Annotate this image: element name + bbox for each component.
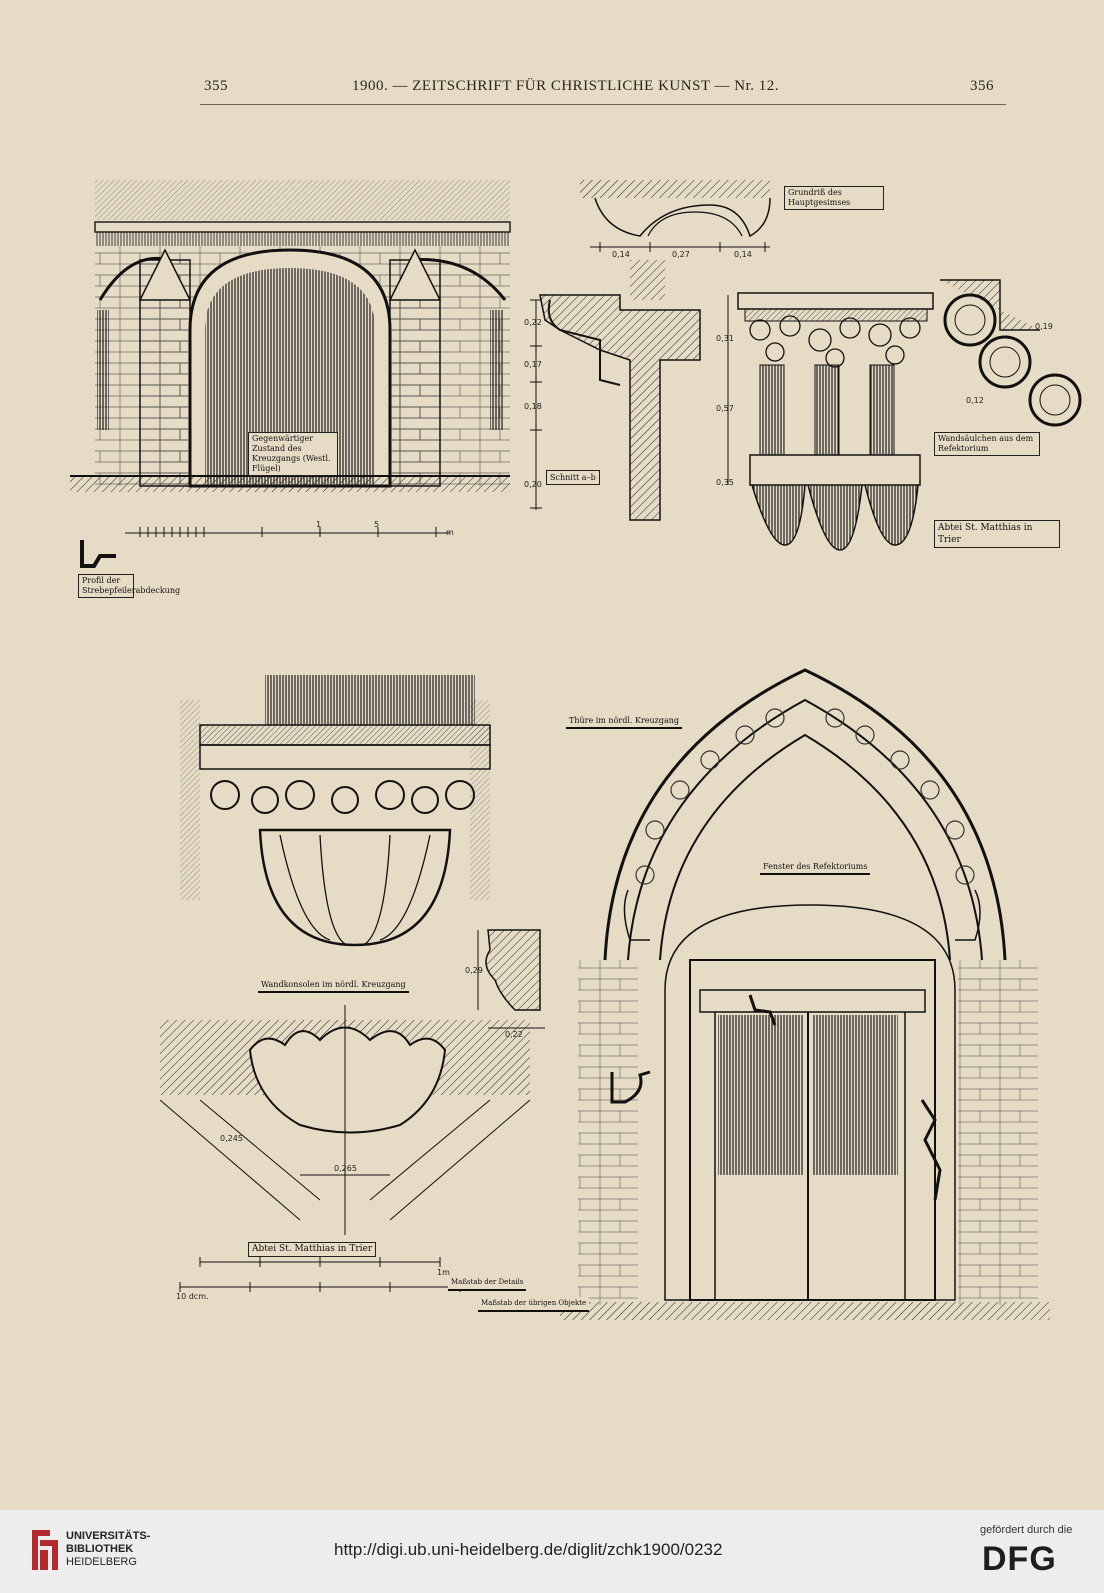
journal-title: 1900. — ZEITSCHRIFT FÜR CHRISTLICHE KUNS… <box>352 78 780 94</box>
university-library-logo-icon <box>32 1530 58 1570</box>
library-name: UNIVERSITÄTS- BIBLIOTHEK HEIDELBERG <box>66 1530 150 1569</box>
dim-c3: 0,35 <box>716 478 734 487</box>
label-scale-details: Maßstab der Details <box>448 1276 527 1291</box>
permalink-url[interactable]: http://digi.ub.uni-heidelberg.de/diglit/… <box>334 1540 723 1559</box>
running-header: 355 1900. — ZEITSCHRIFT FÜR CHRISTLICHE … <box>0 78 1104 102</box>
dim-c1: 0,31 <box>716 334 734 343</box>
dim-p2: 0,12 <box>966 396 984 405</box>
dim-h1: 0,22 <box>524 318 542 327</box>
label-section-ab: Schnitt a–b <box>546 470 600 485</box>
dim-d2: 0,27 <box>672 250 690 259</box>
dfg-logo: DFG <box>982 1540 1057 1578</box>
scale-label-1m: 1m <box>437 1268 450 1277</box>
dim-h2: 0,17 <box>524 360 542 369</box>
library-line-2: BIBLIOTHEK <box>66 1543 134 1555</box>
dim-k4: 0,245 <box>220 1134 243 1143</box>
label-profile-buttress: Profil der Strebepfeilerabdeckung <box>78 574 180 598</box>
label-former-state: Gegenwärtiger Zustand des Kreuzgangs (We… <box>248 432 338 476</box>
cloister-arcade-drawing <box>70 180 511 492</box>
dim-k3: 0,265 <box>334 1164 357 1173</box>
label-door-north: Thüre im nördl. Kreuzgang <box>566 714 683 729</box>
label-window-refectory: Fenster des Refektoriums <box>760 860 871 875</box>
architectural-plate <box>70 180 1082 1320</box>
scale-bar-bottom <box>179 1257 470 1292</box>
buttress-profile <box>80 540 116 568</box>
scale-label-10dm: 10 dcm. <box>176 1292 209 1301</box>
page-number-left: 355 <box>204 78 228 94</box>
document-page: 355 1900. — ZEITSCHRIFT FÜR CHRISTLICHE … <box>0 78 1104 1320</box>
dim-k2: 0,22 <box>505 1030 523 1039</box>
console-plan-drawing <box>159 1005 531 1235</box>
dim-d3: 0,14 <box>734 250 752 259</box>
dim-d1: 0,14 <box>612 250 630 259</box>
scale-label-m: m <box>446 528 454 537</box>
label-wall-consoles: Wandkonsolen im nördl. Kreuzgang <box>258 978 409 993</box>
funded-by-text: gefördert durch die <box>980 1524 1073 1536</box>
scale-label-5: 5 <box>374 520 380 529</box>
library-line-1: UNIVERSITÄTS- <box>66 1530 151 1542</box>
label-abbey-top: Abtei St. Matthias in Trier <box>934 520 1060 548</box>
header-rule <box>200 104 1006 105</box>
dim-h3: 0,18 <box>524 402 542 411</box>
wall-columns-drawing <box>727 292 934 551</box>
label-abbey-bottom: Abtei St. Matthias in Trier <box>248 1242 377 1257</box>
scale-bar-top <box>125 527 450 537</box>
cornice-plan-drawing <box>580 180 771 252</box>
dim-c2: 0,57 <box>716 404 734 413</box>
page-number-right: 356 <box>970 78 994 94</box>
scale-label-1: 1 <box>316 520 322 529</box>
column-plan-drawing <box>940 279 1082 427</box>
dim-h4: 0,20 <box>524 480 542 489</box>
dim-p1: 0,19 <box>1035 322 1053 331</box>
library-line-3: HEIDELBERG <box>66 1556 137 1568</box>
digitization-footer: UNIVERSITÄTS- BIBLIOTHEK HEIDELBERG http… <box>0 1510 1104 1593</box>
doorway-drawing <box>560 668 1050 1320</box>
section-ab-drawing <box>530 260 701 521</box>
label-scale-cloister: Maßstab der übrigen Objekte <box>478 1297 590 1312</box>
label-plan-main-cornice: Grundriß des Hauptgesimses <box>784 186 884 210</box>
console-profile-drawing <box>477 929 545 1029</box>
wall-console-drawing <box>180 675 491 947</box>
label-wall-columns: Wandsäulchen aus dem Refektorium <box>934 432 1040 456</box>
dim-k1: 0,29 <box>465 966 483 975</box>
